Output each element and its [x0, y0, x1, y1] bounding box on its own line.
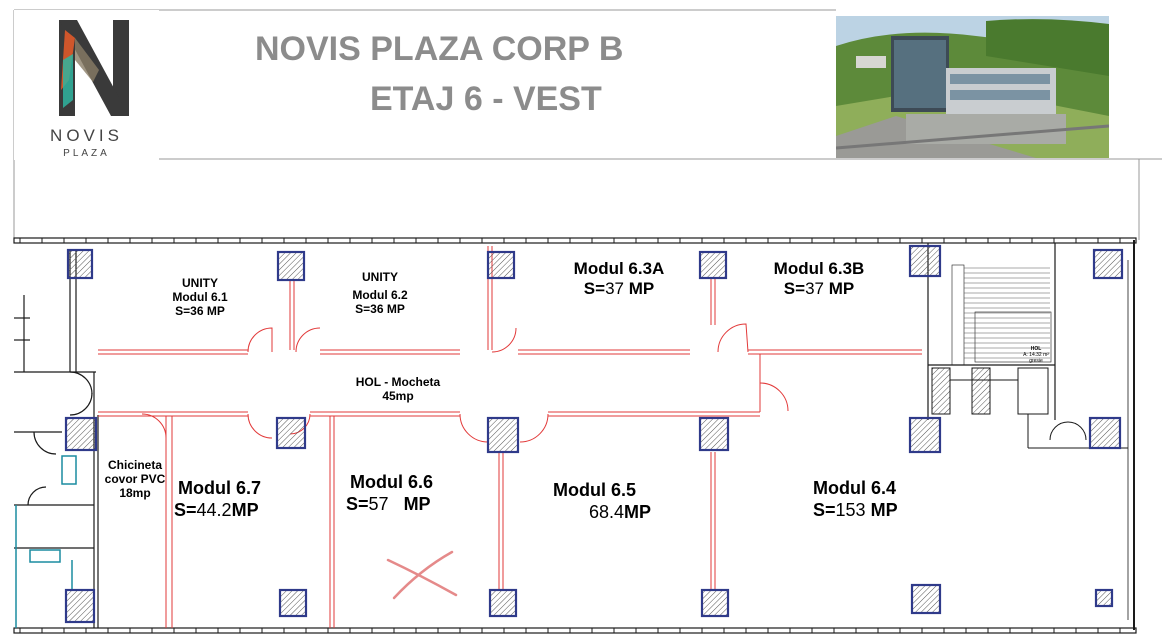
structural-columns: [64, 244, 1124, 624]
building-photo: [836, 16, 1109, 158]
title-floor: ETAJ 6 - VEST: [370, 80, 602, 118]
logo: NOVIS PLAZA: [14, 10, 159, 160]
label-name: Modul 6.7: [178, 478, 262, 498]
header: NOVIS PLAZA NOVIS PLAZA CORP B ETAJ 6 - …: [0, 0, 1162, 160]
exterior-walls: [13, 237, 1137, 634]
label-finish: gresie: [1029, 358, 1043, 364]
column: [1088, 416, 1122, 450]
label-stair-hol: HOL A: 14.32 m² gresie: [1006, 346, 1066, 364]
label-name: Modul 6.3B: [773, 259, 865, 278]
label-modul-6-2: UNITY Modul 6.2 S=36 MP: [340, 270, 420, 316]
label-name: Modul 6.1: [172, 290, 228, 304]
label-area: S=44.2MP: [174, 500, 259, 520]
label-line: Chicineta: [107, 458, 162, 472]
label-modul-6-5: Modul 6.5 68.4MP: [553, 479, 663, 523]
label-name: Modul 6.5: [553, 480, 637, 500]
label-brand: UNITY: [362, 270, 398, 284]
label-area: 45mp: [382, 389, 414, 403]
column: [64, 588, 96, 624]
label-name: HOL: [1030, 346, 1042, 352]
label-area: S=153 MP: [813, 500, 898, 520]
label-hol: HOL - Mocheta 45mp: [330, 375, 466, 403]
column: [908, 416, 942, 454]
novis-n-mark: [59, 20, 129, 116]
column: [698, 416, 730, 452]
column: [276, 250, 306, 282]
stair-steps: [964, 267, 1050, 359]
label-name: Modul 6.2: [352, 288, 408, 302]
label-name: HOL - Mocheta: [355, 375, 441, 389]
column: [486, 250, 516, 280]
fixtures: [15, 455, 77, 628]
label-line: 18mp: [119, 486, 151, 500]
label-name: Modul 6.3A: [573, 259, 665, 278]
label-modul-6-7: Modul 6.7 S=44.2MP: [174, 477, 284, 521]
cross-mark: [386, 550, 458, 600]
label-modul-6-4: Modul 6.4 S=153 MP: [813, 477, 923, 521]
label-line: covor PVC: [104, 472, 166, 486]
column: [700, 588, 730, 618]
column: [275, 416, 307, 450]
label-name: Modul 6.6: [350, 472, 434, 492]
label-modul-6-1: UNITY Modul 6.1 S=36 MP: [162, 276, 238, 318]
column: [1092, 248, 1124, 280]
label-modul-6-3b: Modul 6.3B S=37 MP: [755, 259, 883, 299]
label-name: Modul 6.4: [813, 478, 897, 498]
logo-name: NOVIS: [50, 126, 123, 145]
label-brand: UNITY: [182, 276, 218, 290]
label-area: S=36 MP: [175, 304, 225, 318]
label-area: S=37 MP: [783, 279, 855, 298]
column: [910, 583, 942, 615]
label-area: 68.4MP: [589, 502, 652, 522]
label-modul-6-3a: Modul 6.3A S=37 MP: [555, 259, 683, 299]
label-modul-6-6: Modul 6.6 S=57 MP: [346, 471, 456, 515]
title-building: NOVIS PLAZA CORP B: [255, 30, 624, 68]
column: [278, 588, 308, 618]
partitions: [98, 246, 922, 628]
window-ticks: [19, 238, 1121, 633]
label-area: S=36 MP: [355, 302, 405, 316]
column: [488, 588, 518, 618]
label-area: S=57 MP: [346, 494, 431, 514]
column: [64, 416, 98, 452]
column: [908, 244, 942, 278]
label-chicineta: Chicineta covor PVC 18mp: [100, 458, 170, 500]
column: [66, 248, 94, 280]
label-area: A: 14.32 m²: [1023, 352, 1049, 358]
column: [698, 250, 728, 280]
column: [1094, 588, 1114, 608]
label-area: S=37 MP: [583, 279, 655, 298]
logo-sub: PLAZA: [63, 148, 110, 159]
column: [486, 416, 520, 454]
